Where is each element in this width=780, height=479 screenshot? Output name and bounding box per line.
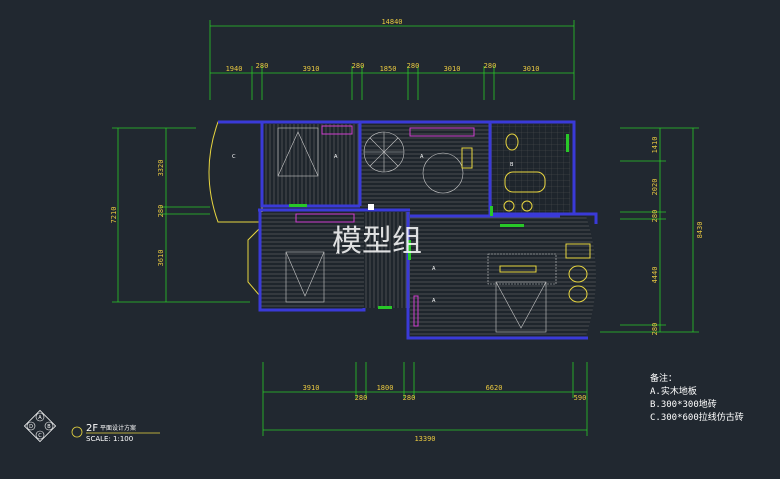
title-block: A D B C 2F 平面设计方案 SCALE: 1:100 (23, 409, 160, 443)
bottom-seg-0: 3910 (303, 384, 320, 392)
wardrobe-upper (321, 125, 353, 135)
bottom-seg-3: 280 (403, 394, 416, 402)
logo-letter-a: A (38, 415, 42, 421)
round-table (422, 152, 464, 194)
top-seg-3: 280 (352, 62, 365, 70)
desk-hall (409, 127, 475, 137)
room-master (410, 216, 596, 336)
right-seg-3: 4440 (651, 267, 659, 284)
label-corridor: A (336, 250, 340, 256)
bathtub (504, 171, 546, 193)
left-seg-2: 3610 (157, 250, 165, 267)
bottom-seg-2: 1800 (377, 384, 394, 392)
left-dimension-chain: 7210 3320 280 3610 (110, 127, 250, 303)
label-master: A (432, 266, 436, 272)
notes-heading: 备注： (650, 372, 677, 384)
room-upper-left (262, 124, 360, 206)
drawing-scale: SCALE: 1:100 (86, 435, 133, 443)
bed-lower-left (285, 251, 325, 303)
rug-master (487, 253, 557, 285)
right-seg-0: 1410 (651, 137, 659, 154)
walkin-shelf (413, 295, 419, 327)
top-total-dim: 14840 (381, 18, 402, 26)
top-seg-7: 280 (484, 62, 497, 70)
note-a: A.实木地板 (650, 385, 697, 397)
top-seg-5: 280 (407, 62, 420, 70)
toilet (505, 133, 519, 151)
bottom-seg-4: 6620 (486, 384, 503, 392)
left-total-dim: 7210 (110, 207, 118, 224)
bed-master (495, 281, 547, 333)
tv-unit-hall (461, 147, 473, 169)
logo-letter-d: D (29, 424, 33, 430)
right-dimension-chain: 8430 1410 2020 280 4440 280 (600, 127, 704, 336)
right-seg-4: 280 (651, 323, 659, 336)
notes-block: 备注： A.实木地板 B.300*300地砖 C.300*600拉线仿古砖 (650, 372, 744, 423)
room-lower-left (260, 212, 364, 310)
title-circle-icon (71, 426, 83, 438)
bottom-seg-5: 590 (574, 394, 587, 402)
left-seg-1: 280 (157, 205, 165, 218)
basin-1 (503, 200, 515, 212)
top-seg-2: 3910 (303, 65, 320, 73)
left-seg-0: 3320 (157, 160, 165, 177)
marker-square (368, 204, 374, 210)
top-dimension-chain: 14840 1940 280 3910 280 1850 280 3010 28… (209, 18, 575, 100)
floor-id: 2F (86, 423, 98, 434)
top-seg-4: 1850 (380, 65, 397, 73)
balcony-upper-left (208, 121, 263, 223)
bottom-dimension-chain: 3910 280 1800 280 6620 590 13390 (262, 362, 588, 443)
bed-upper-left (277, 127, 319, 177)
logo-diamond: A D B C (23, 409, 57, 443)
bay-window-left (247, 227, 261, 297)
door-mark-4 (566, 134, 569, 152)
top-seg-8: 3010 (523, 65, 540, 73)
armchair-1 (568, 265, 588, 283)
label-bath: B (510, 162, 514, 168)
drawing-name: 平面设计方案 (100, 424, 136, 432)
wardrobe-lower (295, 213, 355, 223)
room-labels: C A A B A A A (232, 154, 514, 304)
label-balcony: C (232, 154, 236, 160)
sofa-master (565, 243, 591, 259)
door-mark-5 (378, 306, 392, 309)
label-walkin: A (432, 298, 436, 304)
top-seg-1: 280 (256, 62, 269, 70)
plan-walls (218, 120, 598, 340)
room-bath (490, 124, 570, 214)
bottom-total-dim: 13390 (414, 435, 435, 443)
bottom-seg-1: 280 (355, 394, 368, 402)
right-total-dim: 8430 (696, 222, 704, 239)
door-mark-3 (490, 206, 493, 216)
watermark: 模型组 (332, 224, 422, 259)
basin-2 (521, 200, 533, 212)
note-c: C.300*600拉线仿古砖 (650, 411, 744, 423)
door-mark-6 (408, 240, 411, 260)
plan-furniture (277, 125, 591, 333)
logo-letter-b: B (47, 424, 51, 430)
logo-letter-c: C (38, 433, 42, 439)
door-mark-2 (500, 224, 524, 227)
armchair-2 (568, 285, 588, 303)
top-seg-6: 3010 (444, 65, 461, 73)
label-bedroom-left-top: A (334, 154, 338, 160)
top-seg-0: 1940 (226, 65, 243, 73)
room-corridor (364, 212, 410, 308)
right-seg-2: 280 (651, 210, 659, 223)
plan-rooms (208, 121, 596, 336)
right-seg-1: 2020 (651, 179, 659, 196)
label-stair: A (420, 154, 424, 160)
door-mark-1 (289, 204, 307, 207)
tv-master (499, 265, 537, 273)
note-b: B.300*300地砖 (650, 398, 717, 410)
